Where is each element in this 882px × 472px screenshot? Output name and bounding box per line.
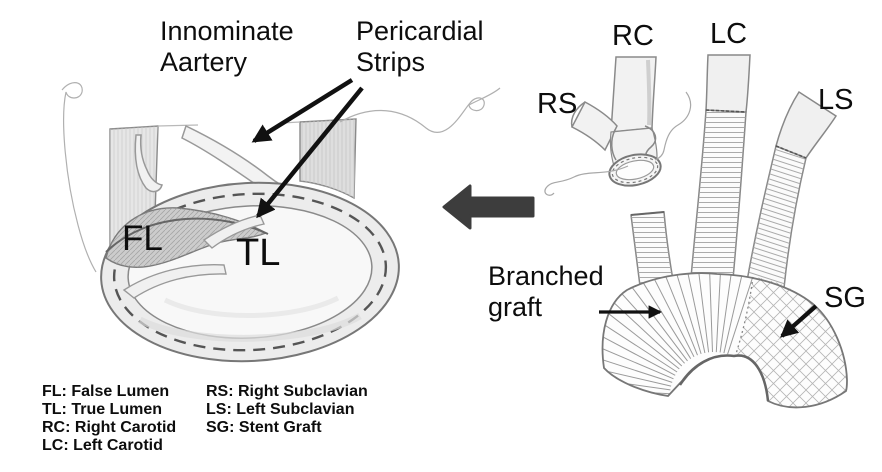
- suture-thread: [544, 165, 629, 196]
- stent-graft-label: SG: [824, 282, 866, 314]
- anastomosis-suture: [775, 145, 807, 159]
- legend-column-2: RS: Right Subclavian LS: Left Subclavian…: [206, 383, 368, 437]
- right-carotid-label: RC: [612, 20, 654, 52]
- left-subclavian-label: LS: [818, 84, 854, 116]
- arch-inner-curve: [678, 354, 770, 402]
- legend-item: RC: Right Carotid: [42, 419, 177, 436]
- legend-item: TL: True Lumen: [42, 401, 162, 418]
- legend-item: FL: False Lumen: [42, 383, 170, 400]
- right-subclavian-label: RS: [537, 88, 578, 120]
- suture-thread: [654, 91, 692, 161]
- legend-item: LC: Left Carotid: [42, 437, 163, 454]
- innominate-artery-label: Innominate Aartery: [160, 16, 294, 77]
- left-carotid-graft-limb: [690, 54, 751, 280]
- false-lumen-label: FL: [122, 219, 163, 258]
- left-subclavian-graft-limb: [746, 90, 838, 289]
- suture-thread: [61, 82, 97, 273]
- pericardial-strip-inner: [202, 214, 265, 249]
- pericardial-strip-ribbon: [134, 134, 163, 193]
- legend-item: LS: Left Subclavian: [206, 401, 355, 418]
- branched-graft-label: Branched graft: [488, 261, 604, 322]
- annotation-arrows: [251, 78, 818, 338]
- suture-line-dashed: [611, 156, 659, 184]
- pericardial-strip-lower: [122, 264, 227, 299]
- pericardial-arrow-lower: [256, 86, 364, 219]
- legend-item: SG: Stent Graft: [206, 419, 322, 436]
- innominate-graft-branch: [630, 211, 674, 287]
- left-carotid-label: LC: [710, 18, 748, 50]
- native-innominate-artery: [544, 56, 692, 196]
- opened-vessel-illustration: [61, 82, 501, 363]
- pericardial-strips-label: Pericardial Strips: [356, 16, 484, 77]
- true-lumen-label: TL: [236, 232, 281, 274]
- anastomosis-suture: [705, 109, 747, 113]
- legend-column-1: FL: False Lumen TL: True Lumen RC: Right…: [42, 383, 176, 455]
- legend-item: RS: Right Subclavian: [206, 383, 368, 400]
- suture-line-dashed: [112, 192, 388, 352]
- transition-arrow-icon: [442, 184, 535, 230]
- suture-thread: [339, 87, 501, 133]
- pericardial-arrow-upper: [251, 78, 354, 143]
- branched-graft-illustration: [544, 54, 848, 409]
- sg-arrow: [780, 304, 818, 338]
